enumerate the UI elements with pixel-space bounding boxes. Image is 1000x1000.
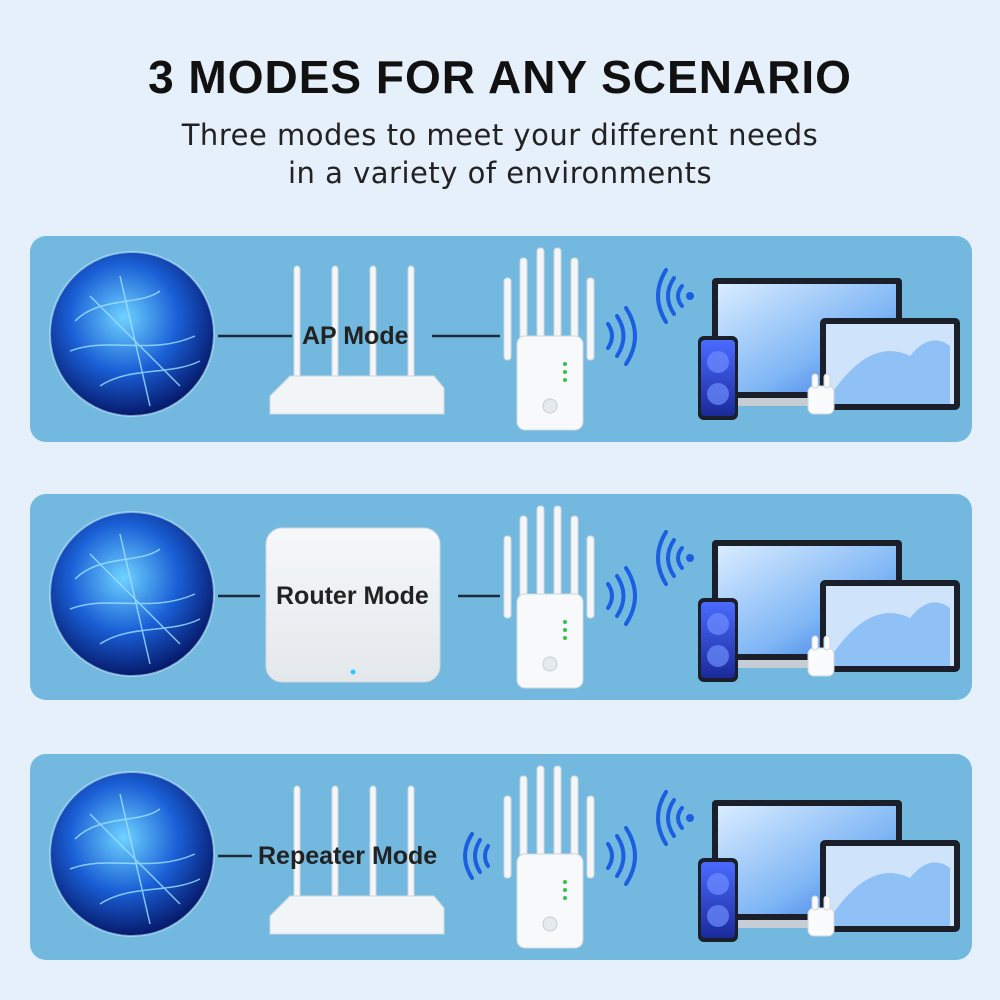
wifi-signal-icon [606,826,637,886]
globe-icon [49,771,215,937]
page-subtitle: Three modes to meet your different needs… [0,116,1000,192]
mode-label-ap: AP Mode [302,322,409,350]
mode-panel-repeater: Repeater Mode [30,754,972,960]
earbuds-icon [807,895,835,937]
tablet-icon [820,580,960,672]
extender-icon [503,247,595,431]
phone-icon [698,858,738,942]
router-mode-illustration [49,505,960,689]
wifi-signal-icon [656,790,694,846]
globe-icon [49,511,215,677]
subtitle-line-2: in a variety of environments [287,156,713,190]
globe-icon [49,251,215,417]
subtitle-line-1: Three modes to meet your different needs [181,118,819,152]
mode-label-router: Router Mode [276,582,429,610]
page-title: 3 MODES FOR ANY SCENARIO [148,51,852,103]
repeater-mode-illustration [49,765,960,949]
wifi-signal-icon [606,306,637,366]
router-icon [269,265,445,415]
router-box-icon [265,527,441,683]
wifi-signal-icon [656,268,694,324]
earbuds-icon [807,635,835,677]
mode-panel-ap: AP Mode [30,236,972,442]
wifi-signal-icon [606,566,637,626]
ap-mode-illustration [49,247,960,431]
tablet-icon [820,318,960,410]
wifi-signal-icon [463,832,490,880]
wifi-signal-icon [656,530,694,586]
phone-icon [698,598,738,682]
extender-icon [503,765,595,949]
tablet-icon [820,840,960,932]
earbuds-icon [807,373,835,415]
mode-label-repeater: Repeater Mode [258,842,438,870]
mode-panel-router: Router Mode [30,494,972,700]
router-icon [269,785,445,935]
extender-icon [503,505,595,689]
phone-icon [698,336,738,420]
